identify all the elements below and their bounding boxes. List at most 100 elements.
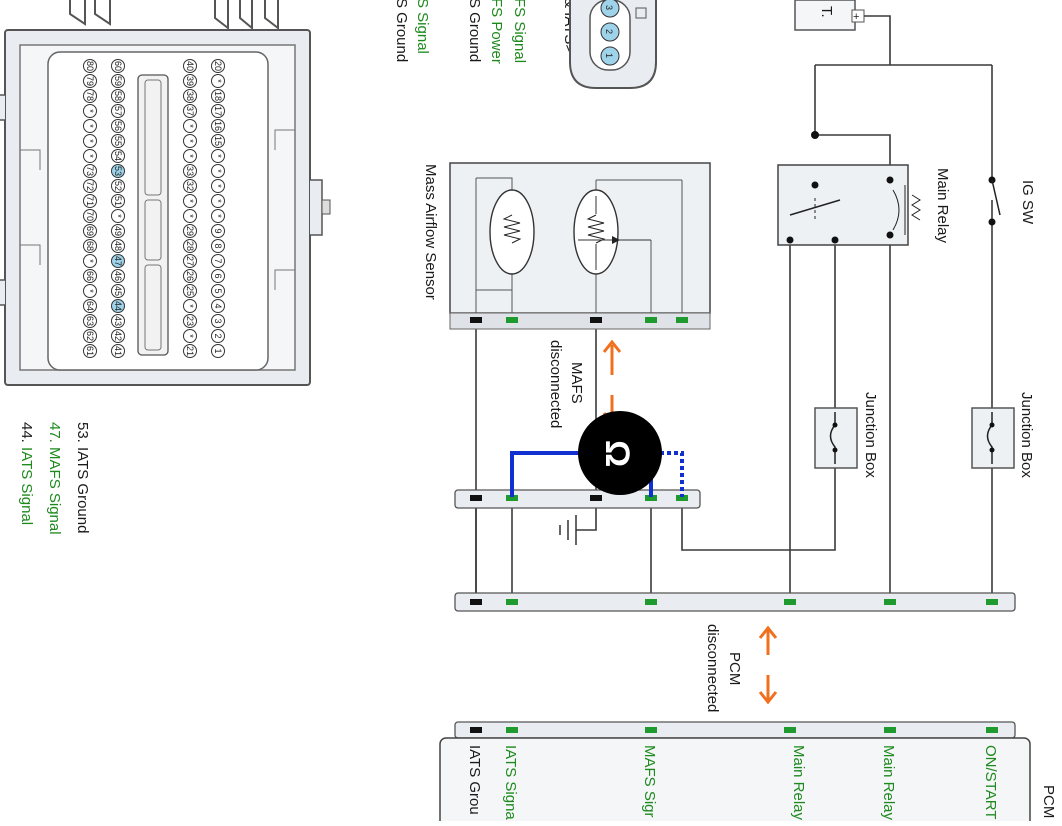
connector-pin: [183, 209, 197, 223]
connector-pin: [83, 89, 97, 103]
legend-pin-53: 53. IATS Ground: [74, 422, 91, 533]
connector-pin-label: *: [185, 154, 195, 158]
connector-pin-label: 1: [213, 348, 223, 353]
connector-pin: [183, 89, 197, 103]
ohm-icon: Ω: [598, 440, 636, 467]
connector-pin: [83, 104, 97, 118]
connector-pin: [211, 314, 225, 328]
mafs-harness-connector: [454, 489, 701, 545]
connector-pin-label: 18: [213, 91, 223, 101]
connector-pin: [183, 344, 197, 358]
mafs-text: MAFS: [568, 362, 585, 404]
connector-pin: [83, 74, 97, 88]
pcm-pin-main-relay-power: Main Relay Power: [790, 745, 807, 821]
connector-pin-label: 46: [113, 271, 123, 281]
main-relay: Main Relay: [777, 131, 951, 246]
mass-airflow-sensor: Mass Airflow Sensor: [422, 162, 711, 330]
connector-pin-label: 16: [213, 121, 223, 131]
connector-pin-label: 55: [113, 136, 123, 146]
junction-box-right: Junction Box: [971, 392, 1035, 478]
connector-pin: [211, 104, 225, 118]
connector-pin-label: 8: [213, 243, 223, 248]
pcm-title: PCM: [1040, 785, 1057, 818]
connector-pin-label: 66: [85, 271, 95, 281]
connector-pin: [211, 239, 225, 253]
connector-pin-label: *: [185, 214, 195, 218]
connector-pin-label: *: [85, 289, 95, 293]
connector-pin-label: 51: [113, 196, 123, 206]
ground-icon: [559, 515, 577, 545]
connector-pin: [211, 59, 225, 73]
connector-pin: [111, 269, 125, 283]
connector-pin-label: 39: [185, 76, 195, 86]
connector-pin: [211, 89, 225, 103]
legend-line-2: S Signal: [414, 0, 431, 54]
connector-pin-label: *: [113, 214, 123, 218]
connector-pin: [211, 329, 225, 343]
pcm-disconnected-text: disconnected: [704, 624, 721, 712]
ig-switch: IG SW: [988, 176, 1036, 226]
connector-pin: [183, 224, 197, 238]
connector-pin-label: 79: [85, 76, 95, 86]
connector-pin-grid: 20*18171615*****98765432140393837***3332…: [83, 59, 225, 358]
connector-pin: [183, 299, 197, 313]
connector-pin: [83, 314, 97, 328]
battery: T. +: [794, 0, 865, 31]
connector-pin: [83, 299, 97, 313]
connector-pin: [211, 194, 225, 208]
connector-pin: [83, 254, 97, 268]
connector-pin-label: 72: [85, 181, 95, 191]
connector-pin-label: *: [85, 109, 95, 113]
svg-text:3: 3: [604, 5, 614, 10]
connector-pin-label: 64: [85, 301, 95, 311]
connector-pin-label: 73: [85, 166, 95, 176]
connector-pin-label: 78: [85, 91, 95, 101]
connector-pin: [111, 179, 125, 193]
legend-line-3: S Ground: [466, 0, 483, 62]
pcm-pin-mafs-signal: MAFS Sigr: [641, 745, 658, 818]
connector-pin: [211, 134, 225, 148]
connector-pin: [211, 74, 225, 88]
connector-pin-label: 53: [113, 166, 123, 176]
connector-pin: [183, 239, 197, 253]
legend-line-1: S Ground: [393, 0, 410, 62]
connector-pin-label: 21: [185, 346, 195, 356]
connector-pin: [83, 329, 97, 343]
connector-pin: [183, 119, 197, 133]
connector-pin-label: 38: [185, 91, 195, 101]
legend-pin-44: 44. IATS Signal: [18, 422, 35, 525]
connector-pin-label: 20: [213, 61, 223, 71]
connector-pin: [83, 164, 97, 178]
connector-pin: [183, 134, 197, 148]
svg-text:1: 1: [604, 53, 614, 58]
connector-pin-label: 47: [113, 256, 123, 266]
connector-pin: [111, 329, 125, 343]
pcm-harness-connector: [454, 592, 1016, 612]
connector-pin: [111, 119, 125, 133]
connector-pin: [211, 149, 225, 163]
connector-pin-label: 2: [213, 333, 223, 338]
junction-box-left: Junction Box: [814, 392, 879, 478]
connector-pin-label: 7: [213, 258, 223, 263]
connector-pin-label: 43: [113, 316, 123, 326]
connector-pin: [183, 74, 197, 88]
connector-pin: [83, 134, 97, 148]
connector-pin: [211, 209, 225, 223]
pcm-pin-on-start: ON/START: [982, 745, 999, 819]
connector-pin-label: *: [85, 124, 95, 128]
connector-pin-label: 41: [113, 346, 123, 356]
connector-pin: [183, 314, 197, 328]
connector-pin: [111, 239, 125, 253]
connector-pin: [83, 209, 97, 223]
legend-line-5: FS Signal: [511, 0, 528, 63]
connector-pin-label: 80: [85, 61, 95, 71]
connector-pin-label: 56: [113, 121, 123, 131]
connector-pin: [183, 179, 197, 193]
connector-pin-label: 28: [185, 241, 195, 251]
connector-pin: [111, 344, 125, 358]
connector-pin-label: 61: [85, 346, 95, 356]
connector-pin: [183, 269, 197, 283]
connector-pin-label: 26: [185, 271, 195, 281]
battery-plus: +: [853, 11, 859, 23]
